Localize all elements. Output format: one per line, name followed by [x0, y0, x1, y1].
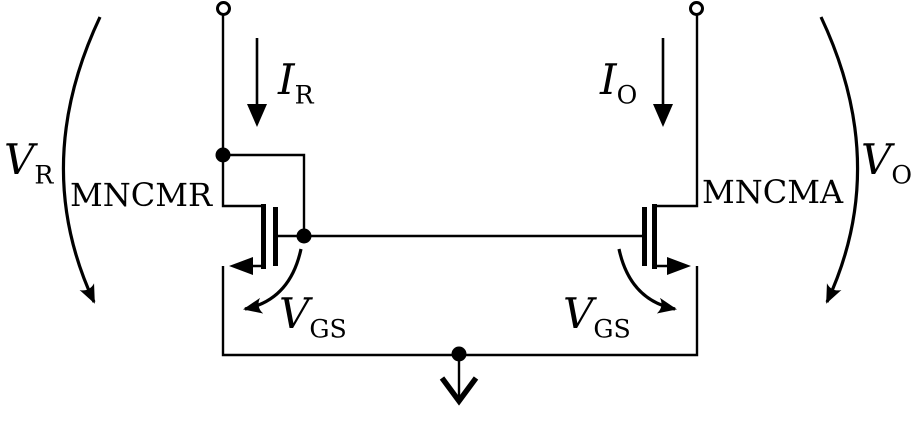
label-vo-sub: O — [891, 160, 912, 190]
mncmr-source-arrow — [229, 257, 253, 275]
label-io: IO — [600, 59, 637, 108]
label-io-sub: O — [616, 80, 638, 110]
terminal-right — [689, 1, 704, 16]
node-ground-dot — [451, 346, 467, 362]
ir-arrow-head — [247, 104, 267, 127]
label-vgs-right-base: V — [563, 289, 594, 338]
terminal-left — [216, 1, 231, 16]
current-arrow-io — [653, 38, 673, 127]
label-vgs-right-sub: GS — [593, 314, 631, 344]
arc-vo — [819, 16, 860, 304]
ground-chevron — [439, 376, 479, 406]
label-vr-base: V — [4, 135, 35, 184]
arc-vgs-left — [243, 248, 303, 314]
node-dots — [215, 147, 467, 362]
nmos-mncmr — [229, 204, 278, 275]
node-gate-rail-dot — [296, 228, 312, 244]
mncma-source-arrow — [667, 257, 691, 275]
label-vr: VR — [4, 139, 53, 188]
current-arrow-ir — [247, 38, 267, 127]
wire-left-drain — [221, 15, 263, 208]
voltage-arcs — [61, 16, 860, 314]
arc-vgs-right — [617, 248, 677, 314]
label-mncmr: MNCMR — [70, 176, 213, 214]
label-ir: IR — [278, 59, 314, 108]
label-ir-sub: R — [294, 80, 314, 110]
label-mncma: MNCMA — [702, 173, 844, 211]
label-vgs-left: VGS — [279, 293, 347, 342]
arc-vr — [61, 16, 102, 304]
label-vgs-left-base: V — [279, 289, 310, 338]
node-drain-gate-dot — [215, 147, 231, 163]
label-vr-sub: R — [34, 160, 54, 190]
label-ir-base: I — [278, 55, 295, 104]
nmos-mncma — [642, 204, 691, 275]
label-vgs-right: VGS — [563, 293, 631, 342]
ground-symbol — [439, 355, 479, 406]
io-arrow-head — [653, 104, 673, 127]
label-vo: VO — [861, 139, 912, 188]
wire-right-drain — [656, 15, 699, 208]
wire-diode-connection — [223, 153, 306, 236]
label-vgs-left-sub: GS — [309, 314, 347, 344]
label-io-base: I — [600, 55, 617, 104]
label-vo-base: V — [861, 135, 892, 184]
